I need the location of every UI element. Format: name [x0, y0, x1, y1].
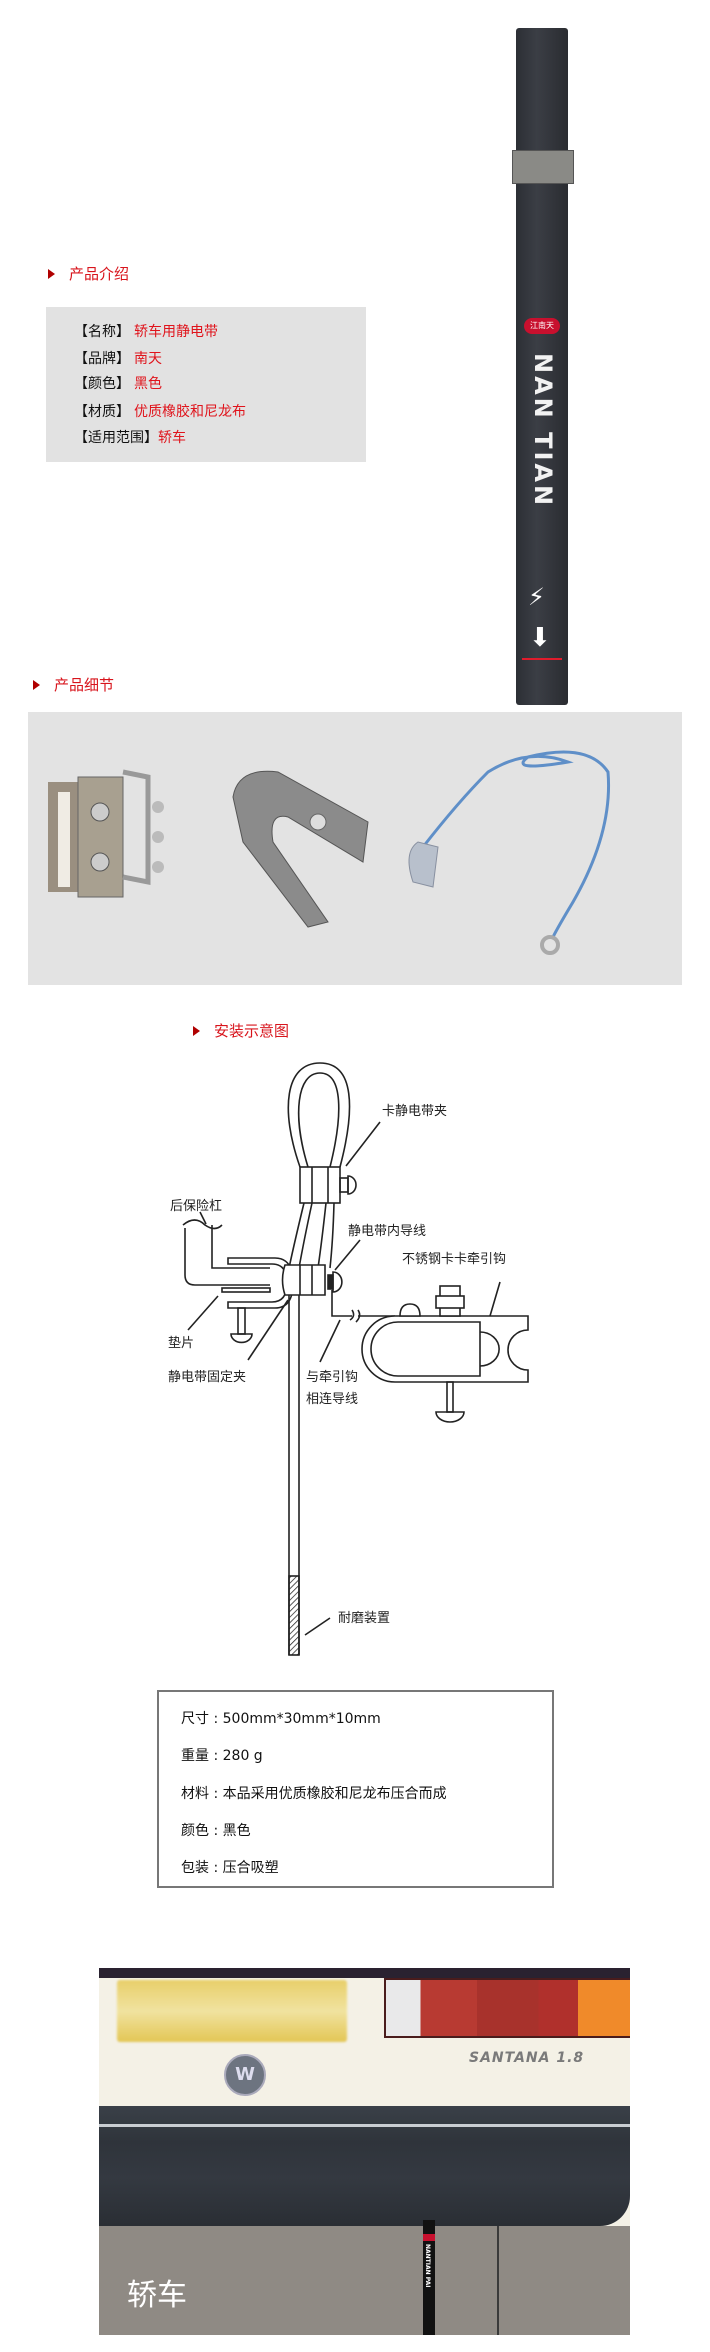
spec-row-size: 尺寸 : 500mm*30mm*10mm — [181, 1711, 381, 1727]
spec-value: 压合吸塑 — [222, 1860, 279, 1876]
label-hook-wire-1: 与牵引钩 — [306, 1370, 359, 1385]
triangle-bullet-icon — [33, 679, 40, 690]
arrow-down-icon: ⬇ — [529, 623, 551, 653]
label-inner-wire: 静电带内导线 — [348, 1224, 427, 1239]
strap-brand-text: NAN TIAN — [529, 353, 557, 509]
label-hook-wire-2: 相连导线 — [306, 1392, 359, 1407]
vw-logo-icon: W — [224, 2054, 266, 2096]
installed-strap: NANTIAN PAI — [423, 2220, 435, 2335]
ground-crack — [497, 2226, 499, 2335]
metal-clamp — [512, 150, 574, 184]
label-pad: 垫片 — [168, 1336, 195, 1351]
static-strap-image: 江南天 NAN TIAN ⚡ ⬇ — [512, 28, 574, 705]
accessory-photos — [48, 750, 611, 955]
spec-value: 黑色 — [222, 1823, 251, 1839]
spec-key: 重量 — [181, 1748, 209, 1764]
hook-wire — [331, 1290, 395, 1317]
strap-logo — [423, 2234, 435, 2241]
fixing-clip-wedge — [281, 1264, 326, 1296]
car-caption: 轿车 — [127, 2278, 187, 2313]
lightning-icon: ⚡ — [528, 583, 545, 611]
product-info-box: 【名称】轿车用静电带 【品牌】南天 【颜色】黑色 【材质】优质橡胶和尼龙布 【适… — [46, 307, 366, 462]
section-heading-text: 产品介绍 — [69, 265, 130, 283]
static-clamp-photo — [48, 769, 164, 898]
info-value: 轿车用静电带 — [134, 324, 218, 340]
spec-value: 500mm*30mm*10mm — [222, 1711, 381, 1727]
label-bumper: 后保险杠 — [170, 1199, 223, 1214]
triangle-bullet-icon — [48, 268, 55, 279]
info-row-usage: 【适用范围】轿车 — [74, 427, 186, 447]
car-badge: SANTANA 1.8 — [469, 2050, 585, 2066]
section-heading-text: 安装示意图 — [214, 1022, 290, 1040]
section-heading-text: 产品细节 — [54, 676, 115, 694]
pad — [221, 1287, 271, 1293]
spec-value: 280 g — [222, 1748, 263, 1764]
red-stripe — [522, 658, 562, 660]
top-clip — [299, 1166, 341, 1204]
ground — [99, 2226, 630, 2335]
tow-hook — [361, 1315, 529, 1383]
info-value: 南天 — [134, 351, 162, 367]
label-fixing-clip: 静电带固定夹 — [168, 1370, 247, 1385]
spec-row-weight: 重量 : 280 g — [181, 1748, 263, 1764]
spec-value: 本品采用优质橡胶和尼龙布压合而成 — [222, 1786, 447, 1802]
info-row-color: 【颜色】黑色 — [74, 373, 162, 393]
spec-box: 尺寸 : 500mm*30mm*10mm 重量 : 280 g 材料 : 本品采… — [157, 1690, 554, 1888]
info-key: 【品牌】 — [74, 351, 130, 367]
details-photo-panel — [28, 712, 682, 985]
strap-loop — [287, 1062, 351, 1168]
info-row-brand: 【品牌】南天 — [74, 348, 162, 368]
spec-key: 包装 — [181, 1860, 209, 1876]
strap-label: NANTIAN PAI — [424, 2244, 431, 2288]
section-heading-details: 产品细节 — [33, 674, 114, 695]
label-tow-hook: 不锈钢卡卡牵引钩 — [402, 1252, 507, 1267]
spec-key: 尺寸 — [181, 1711, 209, 1727]
section-heading-intro: 产品介绍 — [48, 263, 129, 284]
spec-key: 颜色 — [181, 1823, 209, 1839]
bumper — [182, 1219, 223, 1230]
license-plate-blurred — [117, 1980, 347, 2042]
label-wear-part: 耐磨装置 — [338, 1611, 391, 1626]
spec-row-color: 颜色 : 黑色 — [181, 1823, 251, 1839]
section-heading-diagram: 安装示意图 — [193, 1020, 289, 1041]
spec-row-material: 材料 : 本品采用优质橡胶和尼龙布压合而成 — [181, 1786, 447, 1802]
brand-logo: 江南天 — [524, 318, 560, 334]
info-value: 黑色 — [134, 376, 162, 392]
car-photo: W SANTANA 1.8 NANTIAN PAI 轿车 — [99, 1968, 630, 2335]
info-key: 【名称】 — [74, 324, 130, 340]
spec-row-packaging: 包装 : 压合吸塑 — [181, 1860, 279, 1876]
triangle-bullet-icon — [193, 1025, 200, 1036]
info-row-material: 【材质】优质橡胶和尼龙布 — [74, 401, 246, 421]
info-value: 轿车 — [158, 430, 186, 446]
tail-light — [384, 1978, 630, 2038]
label-clip: 卡静电带夹 — [382, 1104, 448, 1119]
u-bracket-photo — [232, 770, 369, 928]
spec-key: 材料 — [181, 1786, 209, 1802]
info-row-name: 【名称】轿车用静电带 — [74, 321, 218, 341]
bumper-trim — [99, 2124, 630, 2127]
info-value: 优质橡胶和尼龙布 — [134, 404, 246, 420]
trunk-edge — [99, 1968, 630, 1978]
info-key: 【材质】 — [74, 404, 130, 420]
wear-part — [288, 1575, 300, 1656]
info-key: 【颜色】 — [74, 376, 130, 392]
ground-wire-photo — [408, 750, 611, 955]
info-key: 【适用范围】 — [74, 430, 158, 446]
